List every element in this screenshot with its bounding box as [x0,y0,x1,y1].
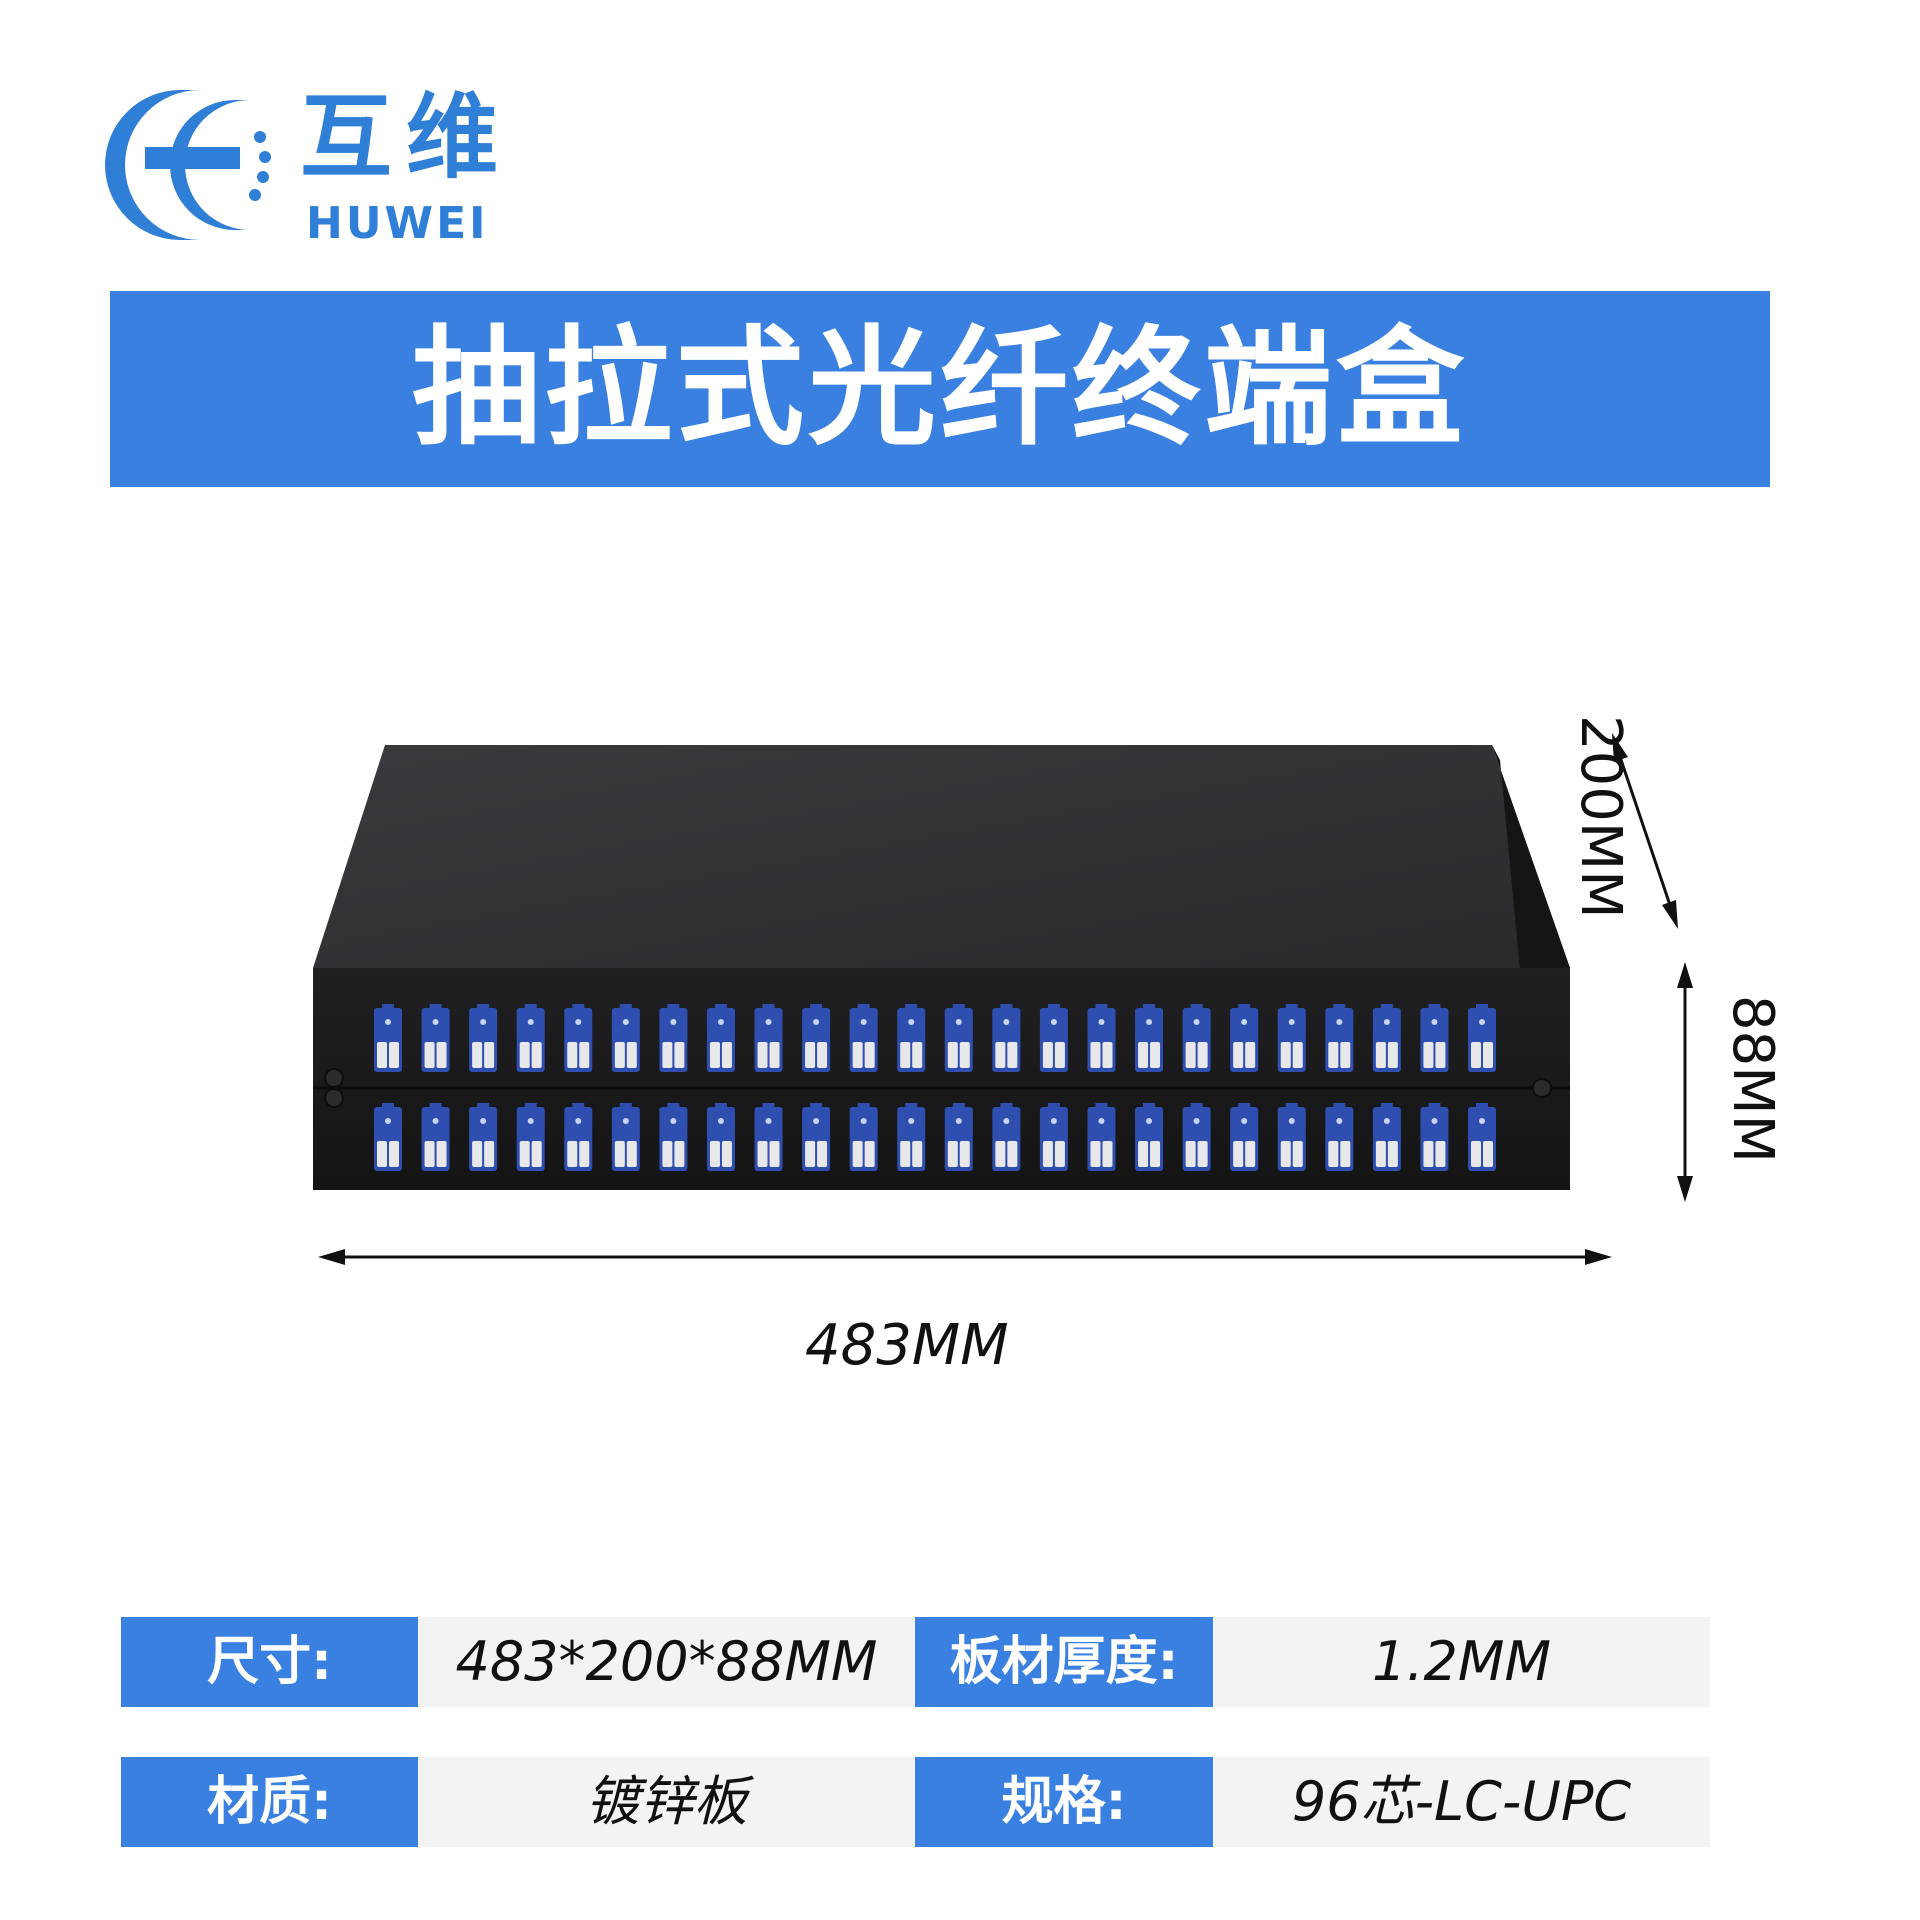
lc-adapter-port [897,1004,926,1072]
lc-adapter-port [706,1004,735,1072]
lc-adapter-port [611,1004,640,1072]
lc-adapter-port [1277,1103,1306,1171]
lc-adapter-port [1135,1004,1164,1072]
lc-adapter-port [611,1103,640,1171]
box-top-face [313,745,1570,968]
brand-name-cn: 互维 [300,84,513,191]
lc-adapter-port [1372,1004,1401,1072]
lc-adapter-port [802,1004,831,1072]
lc-adapter-port [1468,1103,1496,1171]
lc-adapter-port [1420,1004,1449,1072]
spec-thickness-value: 1.2MM [1213,1617,1710,1707]
lc-adapter-port [897,1103,926,1171]
lc-adapter-port [374,1103,402,1171]
lc-adapter-port [944,1103,973,1171]
spec-size-value: 483*200*88MM [418,1617,915,1707]
lc-adapter-port [659,1004,688,1072]
lc-adapter-port [1087,1004,1116,1072]
depth-dimension-arrow [1612,733,1678,929]
width-label: 483MM [805,1313,1009,1378]
lc-adapter-port [1468,1004,1496,1072]
lc-adapter-port [659,1103,688,1171]
lc-adapter-port [992,1103,1021,1171]
lc-adapter-port [1230,1004,1259,1072]
lc-adapter-port [1325,1103,1354,1171]
lc-adapter-port [1182,1103,1211,1171]
fiber-terminal-box-image [313,733,1693,1265]
spec-size-label: 尺寸: [121,1617,418,1707]
spec-material-label: 材质: [121,1757,418,1847]
lc-adapter-port [1420,1103,1449,1171]
lc-adapter-port [421,1103,450,1171]
depth-label: 200MM [1568,715,1633,919]
lc-adapter-port [754,1103,783,1171]
lc-adapter-port [469,1103,498,1171]
screw-right [1532,1078,1552,1098]
huwei-logo-icon [105,90,271,240]
lc-adapter-port [1277,1004,1306,1072]
lc-adapter-port [706,1103,735,1171]
lc-adapter-port [516,1004,545,1072]
lc-adapter-port [1135,1103,1164,1171]
height-label: 88MM [1720,995,1785,1163]
lc-adapter-port [944,1004,973,1072]
spec-thickness-label: 板材厚度: [915,1617,1213,1707]
width-dimension-arrow [318,1249,1612,1265]
lc-adapter-port [1039,1103,1068,1171]
spec-model-value: 96芯-LC-UPC [1213,1757,1710,1847]
lc-adapter-port [1230,1103,1259,1171]
screw-left-lower [324,1088,344,1108]
lc-adapter-port [516,1103,545,1171]
lc-adapter-port [469,1004,498,1072]
title-banner: 抽拉式光纤终端盒 [110,291,1770,487]
page-title: 抽拉式光纤终端盒 [411,314,1468,463]
lc-adapter-port [992,1004,1021,1072]
lc-adapter-port [849,1103,878,1171]
spec-model-label: 规格: [915,1757,1213,1847]
lc-adapter-port [1087,1103,1116,1171]
lc-adapter-port [849,1004,878,1072]
lc-adapter-port [564,1004,593,1072]
lc-adapter-port [374,1004,402,1072]
lc-adapter-port [1039,1004,1068,1072]
spec-material-value: 镀锌板 [418,1757,915,1847]
lc-adapter-port [1182,1004,1211,1072]
brand-name-en: HUWEI [306,198,489,249]
lc-adapter-port [1325,1004,1354,1072]
lc-adapter-port [802,1103,831,1171]
lc-adapter-port [1372,1103,1401,1171]
lc-adapter-port [754,1004,783,1072]
lc-adapter-port [564,1103,593,1171]
screw-left [324,1068,344,1088]
height-dimension-arrow [1677,962,1693,1202]
lc-adapter-port [421,1004,450,1072]
